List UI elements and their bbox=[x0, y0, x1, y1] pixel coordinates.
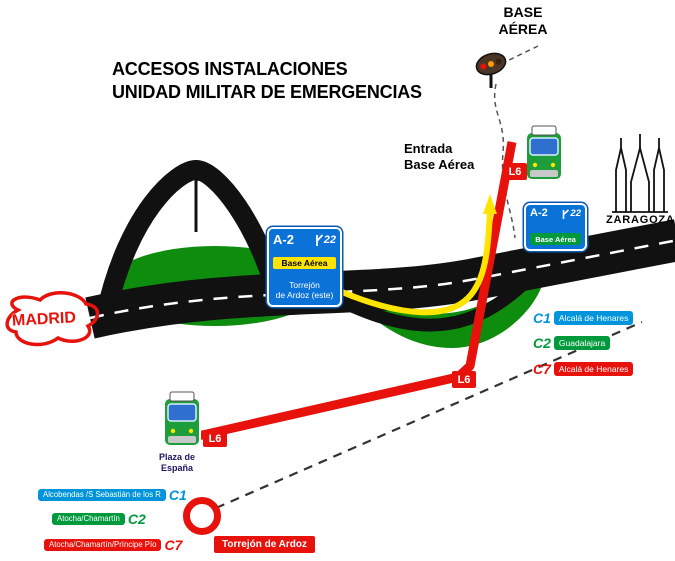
station-ring-icon bbox=[183, 497, 221, 535]
highway-center-line bbox=[89, 239, 675, 320]
railway-line bbox=[215, 320, 643, 510]
l6-badge-stop: L6 bbox=[203, 430, 227, 447]
exit-route-highlight bbox=[340, 211, 493, 316]
exit-block: 22 bbox=[314, 233, 336, 246]
rail-destination-c2: Atocha/Chamartín bbox=[52, 512, 125, 526]
motorway-exit-icon bbox=[315, 234, 323, 246]
stop-line-2: España bbox=[160, 462, 193, 473]
stop-line-1: Plaza de bbox=[158, 452, 196, 462]
rail-destination-c1: Alcalá de Henares bbox=[553, 311, 634, 325]
overpass-bridge bbox=[96, 159, 290, 317]
madrid-label: MADRID bbox=[11, 309, 77, 330]
rail-row-c7-right: C7 Alcalá de Henares bbox=[533, 361, 634, 377]
zaragoza-label: ZARAGOZA bbox=[606, 214, 675, 226]
bus-icon-plaza bbox=[163, 391, 201, 447]
entrada-line-1: Entrada bbox=[404, 141, 453, 156]
route-arrowhead bbox=[483, 194, 497, 214]
exit-number: 22 bbox=[570, 207, 581, 219]
base-aerea-line-2: AÉREA bbox=[498, 20, 548, 37]
l6-badge-top: L6 bbox=[503, 163, 527, 180]
base-access-road bbox=[494, 45, 539, 239]
c2-line-icon: C2 bbox=[127, 511, 146, 527]
base-aerea-tag: Base Aérea bbox=[273, 257, 336, 270]
rail-destination-c7: Atocha/Chamartín/Príncipe Pío bbox=[44, 538, 162, 552]
l6-badge-mid: L6 bbox=[452, 371, 476, 388]
rail-destination-c1: Alcobendas /S Sebastián de los R bbox=[38, 488, 166, 502]
exit-number: 22 bbox=[323, 234, 336, 246]
c7-line-icon: C7 bbox=[533, 361, 551, 377]
traffic-light-icon bbox=[475, 52, 507, 76]
rail-row-c7-left: Atocha/Chamartín/Príncipe Pío C7 bbox=[44, 538, 182, 552]
c1-line-icon: C1 bbox=[533, 310, 551, 326]
road-number: A-2 bbox=[273, 232, 294, 247]
lamppost-icon bbox=[194, 173, 211, 232]
map-title: ACCESOS INSTALACIONES UNIDAD MILITAR DE … bbox=[112, 58, 422, 104]
entrada-label: Entrada Base Aérea bbox=[404, 141, 474, 174]
title-line-2: UNIDAD MILITAR DE EMERGENCIAS bbox=[112, 82, 422, 103]
madrid-area-outline bbox=[5, 291, 100, 347]
c2-line-icon: C2 bbox=[533, 335, 551, 351]
motorway-sign-secondary: A-2 22 Base Aérea bbox=[524, 203, 587, 251]
sign-destination: Torrejón de Ardoz (este) bbox=[273, 280, 336, 301]
bus-stop-label: Plaza de España bbox=[153, 452, 201, 474]
entrada-line-2: Base Aérea bbox=[404, 157, 475, 173]
base-aerea-line-1: BASE bbox=[503, 4, 543, 20]
exit-block: 22 bbox=[561, 208, 581, 219]
cathedral-icon bbox=[612, 134, 668, 213]
station-name: Torrejón de Ardoz bbox=[214, 536, 315, 553]
road-number: A-2 bbox=[530, 207, 548, 219]
rail-row-c1-left: Alcobendas /S Sebastián de los R C1 bbox=[38, 488, 187, 502]
rail-row-c2-right: C2 Guadalajara bbox=[533, 335, 611, 351]
motorway-sign-main: A-2 22 Base Aérea Torrejón de Ardoz (est… bbox=[267, 227, 342, 307]
motorway-exit-icon bbox=[563, 208, 570, 219]
c7-line-icon: C7 bbox=[164, 537, 183, 553]
bus-icon-base bbox=[525, 125, 563, 181]
rail-destination-c7: Alcalá de Henares bbox=[553, 362, 634, 376]
title-line-1: ACCESOS INSTALACIONES bbox=[112, 59, 348, 79]
rail-row-c1-right: C1 Alcalá de Henares bbox=[533, 310, 634, 326]
base-aerea-tag: Base Aérea bbox=[530, 233, 581, 245]
sign-header: A-2 22 bbox=[530, 207, 581, 219]
dest-line-1: Torrejón bbox=[289, 279, 320, 290]
c1-line-icon: C1 bbox=[168, 487, 187, 503]
dest-line-2: de Ardoz (este) bbox=[275, 290, 334, 301]
lamppost-head bbox=[208, 172, 214, 178]
rail-destination-c2: Guadalajara bbox=[553, 336, 611, 350]
sign-header: A-2 22 bbox=[273, 232, 336, 247]
base-aerea-label: BASE AÉREA bbox=[493, 4, 553, 38]
rail-row-c2-left: Atocha/Chamartín C2 bbox=[52, 512, 146, 526]
